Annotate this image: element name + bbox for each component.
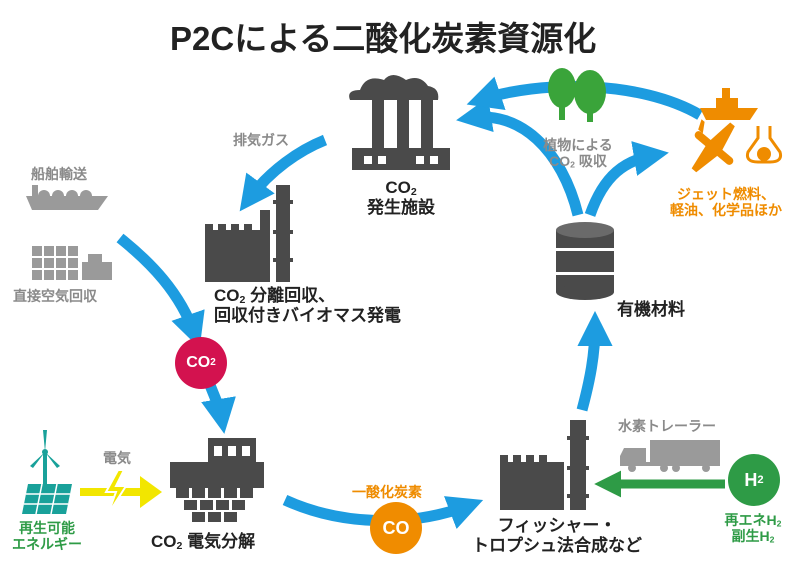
organic-materials-label: 有機材料 (617, 300, 685, 319)
h2-badge-text: H (744, 469, 758, 490)
renewable-line2: エネルギー (12, 536, 82, 553)
solar-panel-icon (22, 484, 72, 514)
airplane-icon (691, 119, 735, 173)
barrel-icon (556, 222, 614, 300)
separation-line1-post: 分離回収、 (245, 286, 336, 305)
fuels-line1: ジェット燃料、 (677, 186, 775, 202)
h2-source-line1-pre: 再エネH (724, 512, 777, 528)
plants-line2-post: 吸収 (574, 153, 607, 170)
h2-source-line2-pre: 副生H (731, 528, 770, 545)
exhaust-label: 排気ガス (233, 132, 289, 148)
flask-liquid-icon (757, 147, 771, 161)
co2-facility-line2: 発生施設 (367, 197, 435, 217)
trees-icon (548, 68, 606, 122)
h2-source-line2-sub: 2 (769, 534, 775, 545)
arrow-intake-to-co2 (116, 233, 205, 349)
plants-line2-sub: 2 (570, 159, 575, 170)
electrolysis-sub: 2 (176, 539, 183, 552)
shipping-label: 船舶輸送 (31, 166, 87, 182)
plants-label: 植物による CO2 吸収 (528, 137, 628, 169)
electrolysis-post: 電気分解 (182, 532, 256, 551)
electrolysis-facility-icon (170, 438, 264, 522)
ft-line2: トロプシュ法合成など (472, 535, 642, 555)
arrow-ft-to-organic (576, 310, 613, 412)
electricity-label: 電気 (103, 450, 131, 466)
carbon-monoxide-label: 一酸化炭素 (352, 484, 422, 500)
ship-icon (26, 185, 108, 210)
h2-source-line1-sub: 2 (776, 518, 782, 529)
direct-air-capture-label: 直接空気回収 (13, 288, 97, 304)
co-badge-text: CO (382, 517, 410, 538)
solar-grid (24, 483, 70, 515)
flask-icon (746, 126, 782, 164)
page-title: P2Cによる二酸化炭素資源化 (170, 20, 597, 57)
ft-synthesis-label: フィッシャー・ トロプシュ法合成など (452, 516, 662, 555)
co2-facility-label: CO2 発生施設 (356, 178, 446, 217)
hydrogen-trailer-label: 水素トレーラー (618, 418, 716, 434)
co2-badge-text: CO (186, 354, 211, 371)
plants-line2-pre: CO (549, 153, 571, 170)
co2-facility-icon (349, 75, 450, 170)
fuels-label: ジェット燃料、 軽油、化学品ほか (660, 186, 792, 218)
separation-label: CO2 分離回収、 回収付きバイオマス発電 (214, 286, 401, 325)
wind-turbine-icon (30, 430, 60, 484)
direct-air-capture-icon (32, 246, 112, 280)
arrow-organic-to-facility (456, 97, 584, 217)
co-badge: CO (370, 502, 422, 554)
electrolysis-label: CO2 電気分解 (151, 532, 255, 552)
separation-line2: 回収付きバイオマス発電 (214, 305, 401, 325)
separation-plant-icon (205, 185, 293, 282)
arrow-co2-to-electrolysis (201, 383, 236, 434)
arrow-exhaust-to-separation (239, 134, 328, 212)
flow-arrows (116, 76, 703, 529)
h2-source-label: 再エネH2 副生H2 (708, 512, 798, 544)
electricity-arrow-icon (80, 469, 162, 515)
electrolysis-pre: CO (151, 532, 177, 551)
ship-fuel-icon (700, 88, 758, 120)
ft-line1: フィッシャー・ (497, 516, 617, 535)
arrow-organic-to-fuels (584, 141, 669, 217)
renewable-line1: 再生可能 (19, 520, 75, 536)
co2-facility-line1: CO (385, 178, 411, 197)
ft-plant-icon (500, 420, 589, 510)
hydrogen-trailer-icon (620, 440, 720, 472)
co2-facility-sub: 2 (410, 185, 417, 198)
separation-line1-sub: 2 (239, 293, 246, 306)
separation-line1-pre: CO (214, 286, 240, 305)
plants-line1: 植物による (543, 137, 613, 153)
fuels-line2: 軽油、化学品ほか (670, 202, 782, 219)
renewable-label: 再生可能 エネルギー (2, 520, 92, 552)
